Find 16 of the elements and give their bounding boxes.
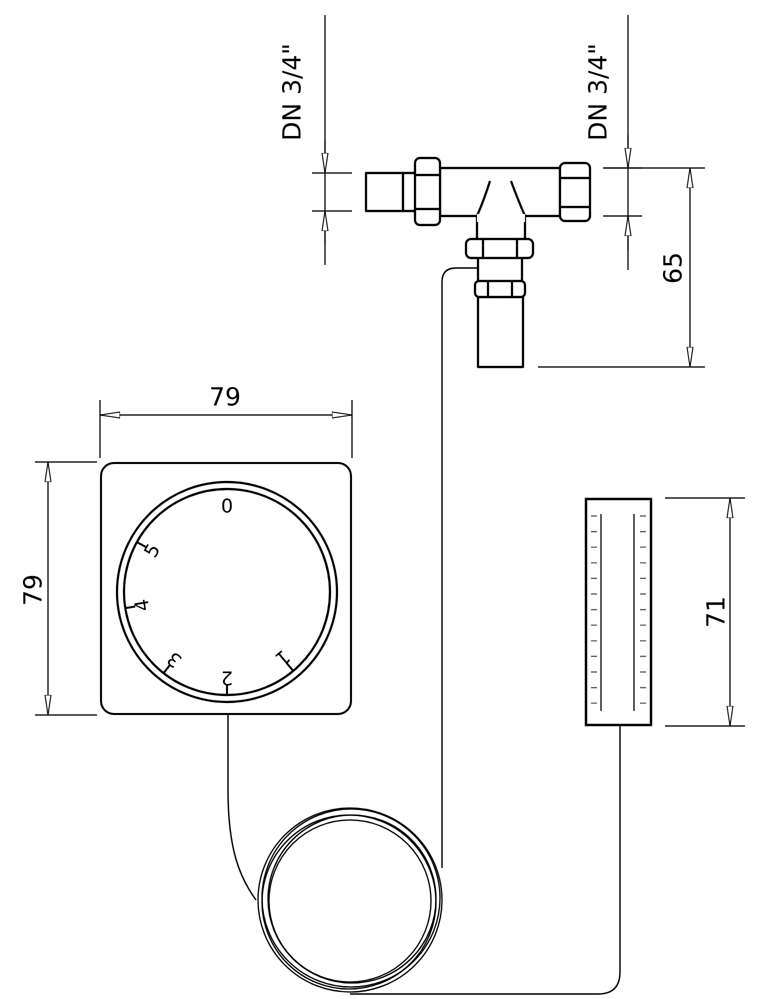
dial-number: 3 bbox=[164, 648, 186, 670]
dial-number: 4 bbox=[132, 598, 154, 613]
dimension-label: DN 3/4" bbox=[586, 43, 610, 141]
dial-number: 5 bbox=[141, 540, 164, 561]
dimension-label: 71 bbox=[704, 596, 728, 628]
dial-number: 1 bbox=[270, 646, 292, 668]
capillary-tube bbox=[441, 267, 478, 868]
dimension-label: 79 bbox=[209, 384, 241, 410]
dial-number: 2 bbox=[220, 668, 234, 686]
dimension-label: 79 bbox=[20, 574, 46, 606]
capillary-tube bbox=[350, 726, 621, 995]
dimension-label: DN 3/4" bbox=[280, 43, 304, 141]
thermostat-head bbox=[100, 462, 352, 715]
dial-number: 0 bbox=[220, 498, 234, 516]
dimension-label: 65 bbox=[660, 252, 686, 284]
capillary-tube bbox=[227, 715, 257, 900]
